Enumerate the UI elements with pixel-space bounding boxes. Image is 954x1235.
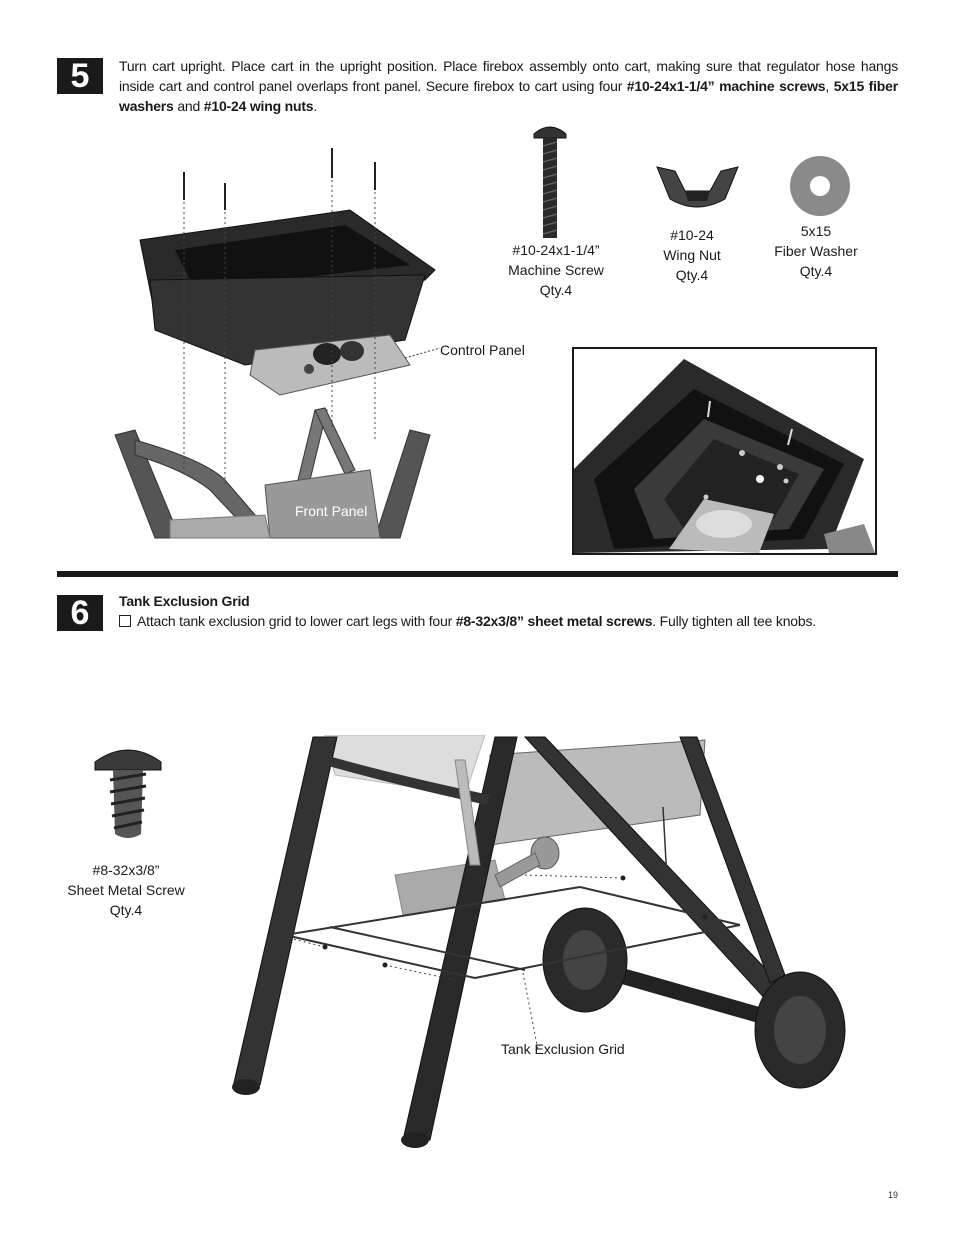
sheet-metal-screw-name: Sheet Metal Screw [67,882,185,898]
firebox-inset-illustration [574,359,875,553]
machine-screw-name: Machine Screw [508,262,604,278]
sheet-metal-screw-size: #8-32x3/8” [92,862,160,878]
step-6-text-1: Attach tank exclusion grid to lower cart… [137,613,456,629]
step-6-heading: Tank Exclusion Grid [119,593,250,609]
step-6-number: 6 [57,595,103,631]
fiber-washer-size: 5x15 [800,223,832,239]
step-5-text-3: and [173,98,204,114]
firebox-inset-detail [572,347,877,555]
machine-screw-icon [533,126,567,238]
step-5-bold-machine-screws: #10-24x1-1/4” machine screws [626,78,826,94]
tank-exclusion-grid-label: Tank Exclusion Grid [501,1041,625,1057]
wing-nut-name: Wing Nut [663,247,721,263]
step-6-bold-screws: #8-32x3/8” sheet metal screws [455,613,653,629]
step-5-number: 5 [57,58,103,94]
step-5-text-2: , [825,78,834,94]
page-number: 19 [887,1190,898,1200]
fiber-washer-label: 5x15 Fiber Washer Qty.4 [766,221,866,281]
wing-nut-qty: Qty.4 [675,267,709,283]
firebox-on-cart-illustration [114,148,441,539]
step-5-text-4: . [313,98,318,114]
step-6-checkbox[interactable] [119,615,131,627]
wing-nut-size: #10-24 [670,227,714,243]
sheet-metal-screw-icon [94,749,162,838]
step-6-text-2: . Fully tighten all tee knobs. [652,613,816,629]
step-5-bold-fiber-washers: 5x15 fiber washers [119,78,898,114]
section-divider [57,571,898,577]
fiber-washer-icon [790,156,850,216]
tank-exclusion-grid-illustration [232,735,846,1148]
step-6-instructions: Tank Exclusion Grid Attach tank exclusio… [119,591,899,631]
fiber-washer-name: Fiber Washer [774,243,858,259]
step-5-bold-wing-nuts: #10-24 wing nuts [203,98,314,114]
sheet-metal-screw-qty: Qty.4 [109,902,143,918]
step-5-instructions: Turn cart upright. Place cart in the upr… [119,56,898,116]
machine-screw-label: #10-24x1-1/4” Machine Screw Qty.4 [496,240,616,300]
front-panel-label: Front Panel [295,503,368,519]
sheet-metal-screw-label: #8-32x3/8” Sheet Metal Screw Qty.4 [60,860,192,920]
wing-nut-label: #10-24 Wing Nut Qty.4 [646,225,738,285]
step-5-text-1: Turn cart upright. Place cart in the upr… [119,58,898,94]
machine-screw-size: #10-24x1-1/4” [512,242,600,258]
machine-screw-qty: Qty.4 [539,282,573,298]
fiber-washer-qty: Qty.4 [799,263,833,279]
step-6-body: Attach tank exclusion grid to lower cart… [119,611,899,631]
wing-nut-icon [656,166,739,208]
control-panel-label: Control Panel [440,342,525,358]
